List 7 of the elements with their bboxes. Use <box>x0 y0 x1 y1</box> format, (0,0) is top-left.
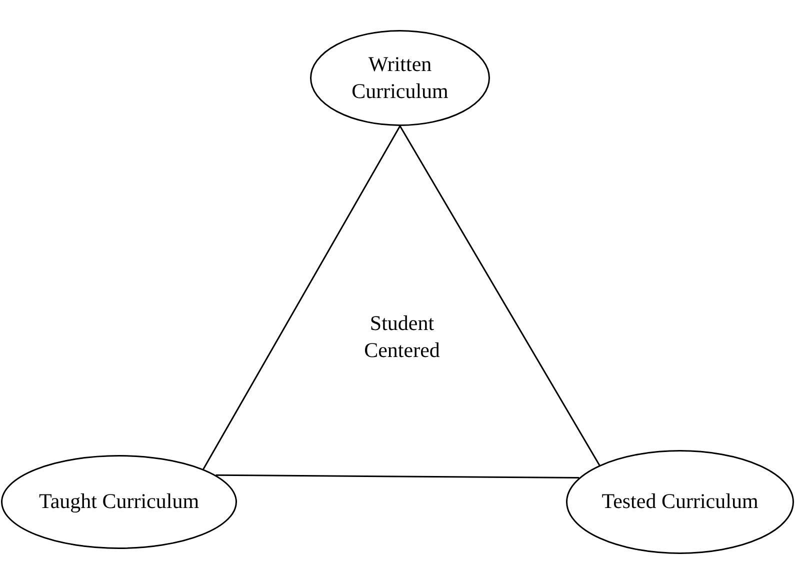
node-label: Written Curriculum <box>350 50 450 105</box>
node-label: Taught Curriculum <box>38 488 200 516</box>
node-label: Tested Curriculum <box>600 488 760 516</box>
connector-line <box>399 126 600 466</box>
connector-line <box>202 126 401 470</box>
center-label: Student Centered <box>363 310 441 364</box>
connector-line <box>216 474 580 479</box>
